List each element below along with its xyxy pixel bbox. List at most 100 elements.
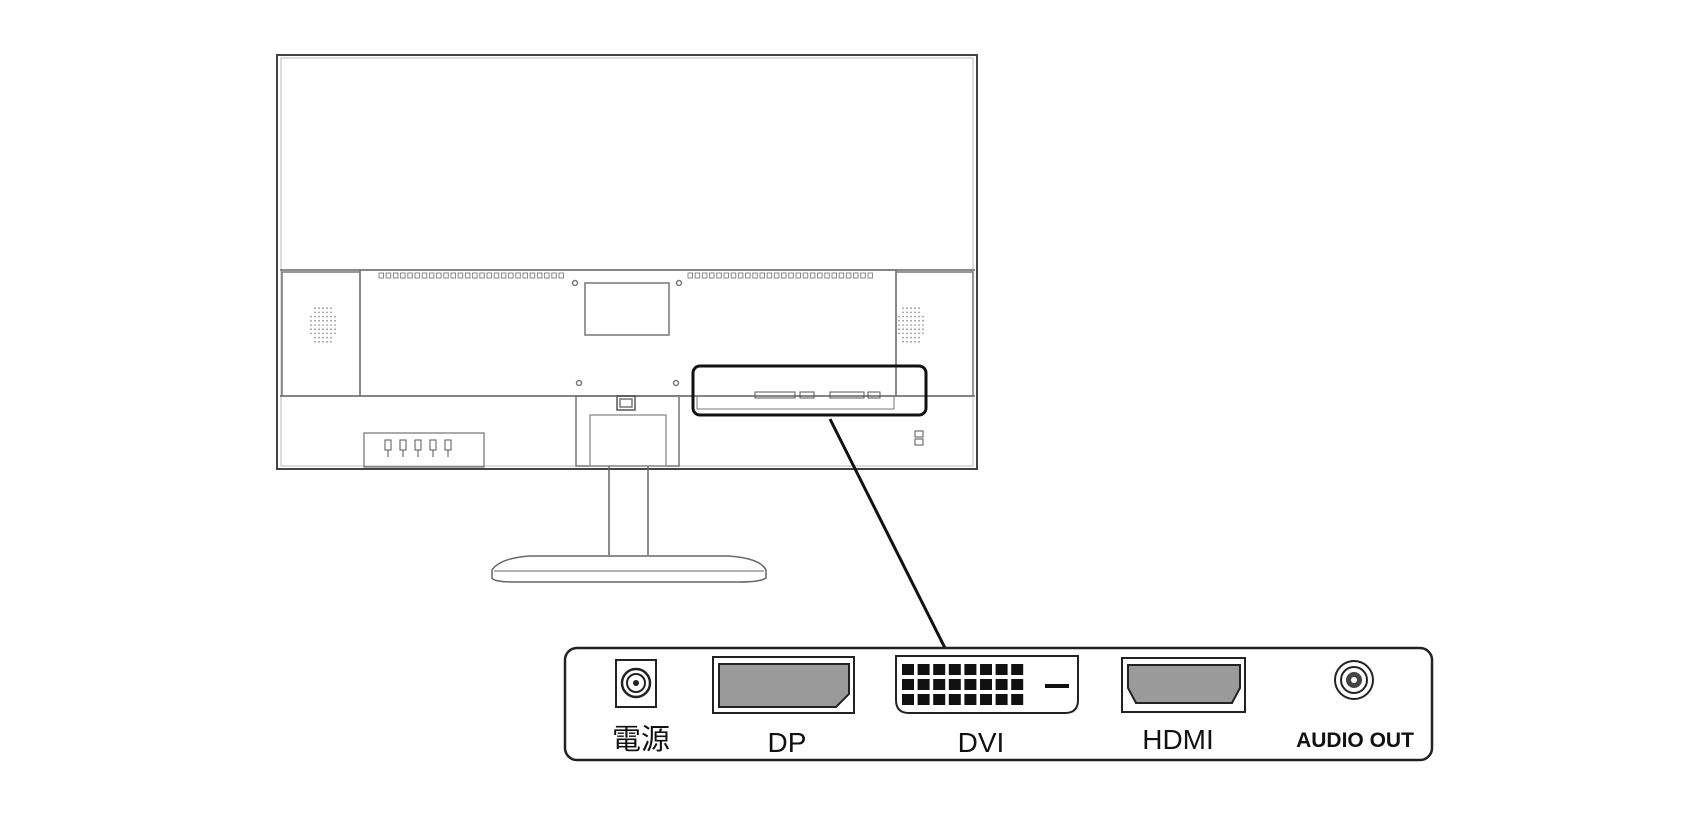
- grille-dot: [318, 319, 320, 322]
- grille-dot: [326, 340, 328, 343]
- grille-dot: [310, 315, 312, 318]
- grille-dot: [326, 332, 328, 335]
- grille-dot: [914, 336, 916, 339]
- vent-slot: [392, 272, 399, 279]
- grille-dot: [918, 328, 920, 331]
- grille-dot: [334, 332, 336, 335]
- grille-dot: [906, 336, 908, 339]
- grille-dot: [918, 307, 920, 310]
- grille-dot: [910, 311, 912, 314]
- dvi-pin: [980, 679, 992, 690]
- callout-highlight-box: [691, 364, 928, 417]
- vent-slot: [687, 272, 693, 279]
- vent-slot: [472, 272, 478, 279]
- left-speaker-housing: [281, 271, 361, 397]
- dc-power-jack-icon: [615, 659, 657, 708]
- vent-slot: [544, 272, 550, 279]
- grille-dot: [906, 340, 908, 343]
- grille-dot: [902, 332, 904, 335]
- grille-dot: [310, 332, 312, 335]
- grille-dot: [326, 336, 328, 339]
- vent-slot: [745, 272, 751, 279]
- vent-slot: [838, 272, 845, 279]
- grille-dot: [910, 324, 912, 326]
- grille-dot: [330, 319, 332, 322]
- callout-leader-line: [828, 418, 947, 649]
- grille-dot: [310, 328, 312, 331]
- grille-dot: [902, 311, 904, 314]
- dvi-pin: [948, 664, 961, 675]
- grille-dot: [898, 328, 900, 331]
- vent-slot: [766, 272, 773, 279]
- grille-dot: [910, 328, 912, 331]
- grille-dot: [918, 311, 920, 314]
- vent-slot: [385, 272, 392, 279]
- grille-dot: [910, 332, 912, 335]
- stand-lock: [616, 395, 636, 411]
- grille-dot: [322, 340, 324, 343]
- grille-dot: [334, 324, 336, 326]
- grille-dot: [330, 336, 332, 339]
- grille-dot: [902, 336, 904, 339]
- dvi-pin: [980, 664, 992, 675]
- vent-slot: [536, 272, 543, 279]
- vent-slot: [515, 272, 521, 279]
- grille-dot: [318, 311, 320, 314]
- vent-slot: [845, 272, 852, 279]
- grille-dot: [322, 328, 324, 331]
- grille-dot: [902, 319, 904, 322]
- grille-dot: [318, 328, 320, 331]
- hdmi-port-label: HDMI: [1142, 724, 1214, 755]
- dvi-pin: [995, 679, 1008, 690]
- dvi-pin: [917, 694, 930, 705]
- rear-control-buttons: [363, 432, 485, 468]
- rear-button: [399, 439, 407, 451]
- grille-dot: [910, 319, 912, 322]
- vesa-mount-plate: [584, 282, 670, 336]
- vent-slot: [824, 272, 830, 279]
- dvi-pin: [933, 694, 946, 705]
- grille-dot: [910, 336, 912, 339]
- vent-slot: [443, 272, 449, 279]
- grille-dot: [310, 324, 312, 326]
- vent-slot: [716, 272, 722, 279]
- vent-slot: [694, 272, 701, 279]
- kensington-lock-icon: [914, 430, 924, 446]
- speaker-grille-dots: [310, 307, 924, 343]
- grille-dot: [334, 328, 336, 331]
- vent-slot: [759, 272, 765, 279]
- dvi-pin: [964, 664, 977, 675]
- dvi-pin: [980, 694, 992, 705]
- grille-dot: [922, 319, 924, 322]
- grille-dot: [922, 328, 924, 331]
- grille-dot: [334, 315, 336, 318]
- rear-port-strip: [696, 391, 895, 410]
- monitor-stand: [491, 395, 767, 583]
- vent-slot: [414, 272, 420, 279]
- grille-dot: [914, 332, 916, 335]
- dvi-pin: [995, 664, 1008, 675]
- vent-slot: [773, 272, 780, 279]
- vent-slot: [479, 272, 485, 279]
- dvi-pin: [1011, 679, 1024, 690]
- dvi-pin: [933, 679, 946, 690]
- rear-housing: [359, 269, 897, 397]
- grille-dot: [334, 319, 336, 322]
- vent-slot: [781, 272, 787, 279]
- power-port-label: 電源: [612, 722, 670, 756]
- grille-dot: [318, 336, 320, 339]
- grille-dot: [906, 328, 908, 331]
- vent-slot: [709, 272, 715, 279]
- grille-dot: [330, 315, 332, 318]
- grille-dot: [918, 319, 920, 322]
- grille-dot: [326, 307, 328, 310]
- grille-dot: [914, 315, 916, 318]
- grille-dot: [326, 319, 328, 322]
- stand-base: [491, 555, 767, 583]
- grille-dot: [330, 307, 332, 310]
- displayport-icon: [712, 656, 855, 714]
- grille-dot: [314, 340, 316, 343]
- vent-slot: [508, 272, 514, 279]
- grille-dot: [914, 324, 916, 326]
- hdmi-port-icon: [1121, 657, 1246, 713]
